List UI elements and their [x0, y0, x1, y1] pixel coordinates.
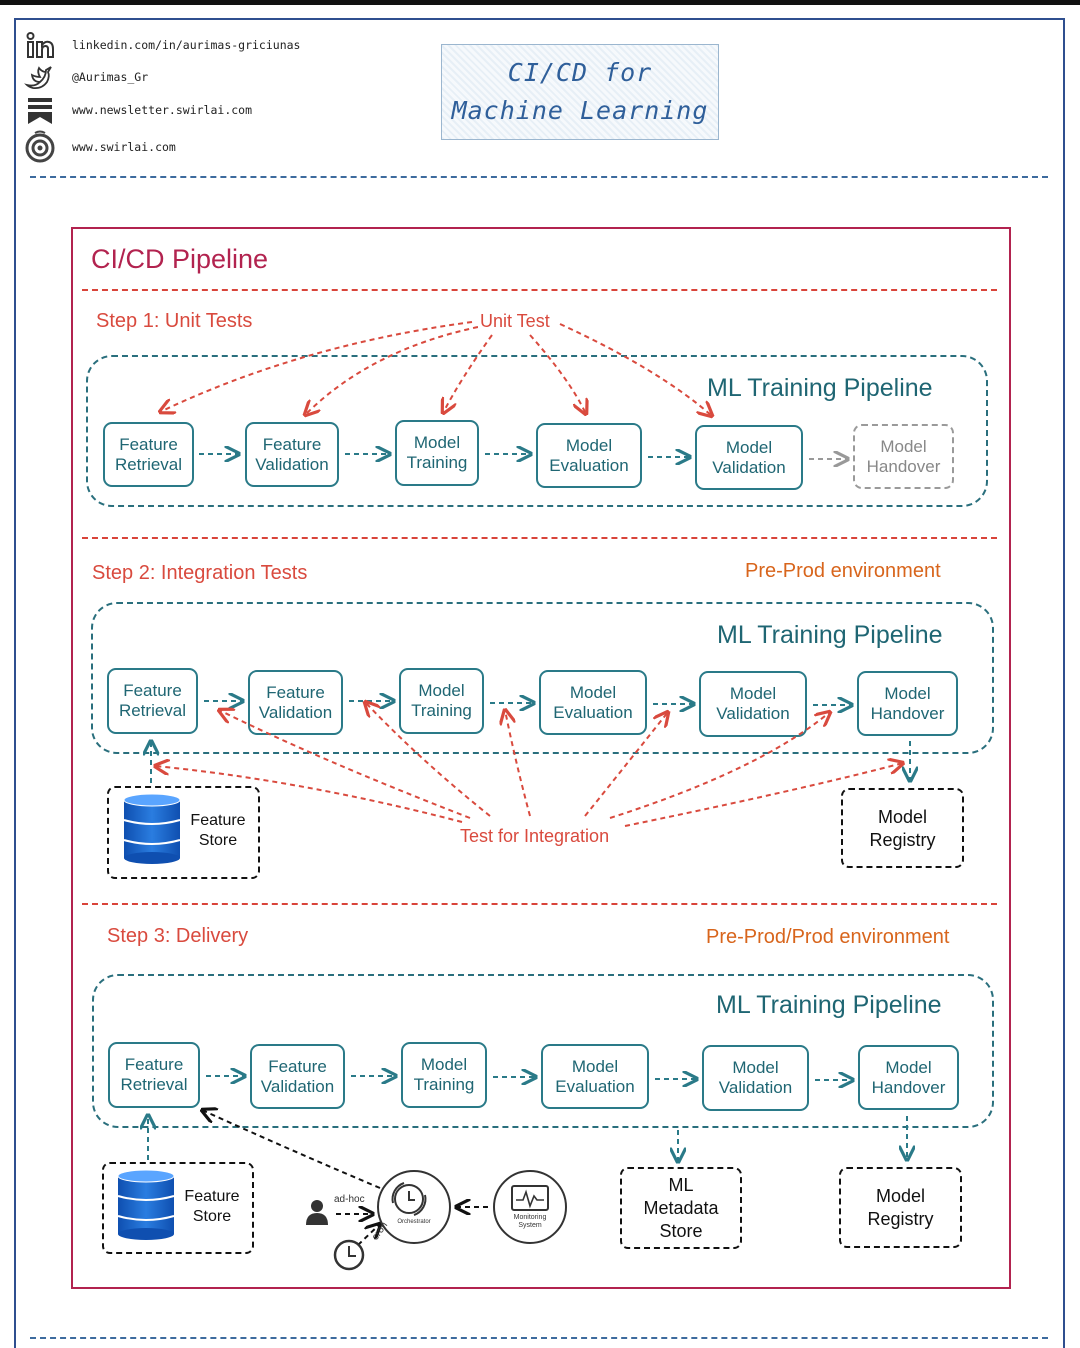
unit-test-arrows [160, 321, 712, 416]
step3-model-training: Model Training [401, 1042, 487, 1108]
step3-environment: Pre-Prod/Prod environment [706, 926, 950, 948]
step3-model-registry [839, 1167, 962, 1248]
step2-group-title: ML Training Pipeline [717, 621, 943, 649]
integration-arrow-2 [219, 710, 471, 819]
step2-model-handover: Model Handover [857, 671, 958, 736]
step1-group-title: ML Training Pipeline [707, 374, 933, 402]
step1-model-validation: Model Validation [695, 425, 803, 490]
step3-feature-store-label: Feature Store [184, 1188, 240, 1225]
integration-arrow-4 [505, 710, 531, 817]
step2-model-evaluation: Model Evaluation [539, 670, 647, 735]
linkedin-link[interactable]: linkedin.com/in/aurimas-griciunas [24, 30, 300, 60]
step3-group-title: ML Training Pipeline [716, 991, 942, 1019]
orchestrator-icon [377, 1170, 451, 1244]
unit-test-arrow-5 [559, 323, 712, 416]
unit-test-arrow-2 [305, 326, 479, 415]
website-text: www.swirlai.com [72, 140, 176, 154]
unit-test-label: Unit Test [478, 311, 552, 332]
integration-test-arrows [155, 702, 903, 827]
integration-arrow-5 [584, 712, 668, 817]
integration-arrow-7 [624, 763, 903, 827]
cicd-pipeline-frame [71, 227, 1011, 1289]
step2-feature-validation: Feature Validation [248, 670, 343, 735]
user-icon [306, 1200, 328, 1225]
step3-model-evaluation: Model Evaluation [541, 1044, 649, 1109]
website-link[interactable]: www.swirlai.com [24, 130, 176, 164]
step2-environment: Pre-Prod environment [745, 560, 941, 582]
step1-title: Step 1: Unit Tests [96, 310, 253, 332]
step3-model-validation: Model Validation [702, 1045, 809, 1111]
integration-test-label: Test for Integration [458, 826, 612, 847]
step1-model-handover: Model Handover [853, 424, 954, 489]
pipeline-title: CI/CD Pipeline [91, 244, 269, 274]
newsletter-link[interactable]: www.newsletter.swirlai.com [24, 95, 252, 125]
step3-metadata-store-label: ML Metadata Store [643, 1175, 719, 1241]
step2-database-icon [123, 793, 181, 864]
title-box: CI/CD for Machine Learning [441, 44, 719, 140]
step2-model-registry-label: Model Registry [869, 807, 936, 850]
step2-feature-store-label: Feature Store [190, 812, 246, 849]
step1-feature-retrieval: Feature Retrieval [103, 422, 194, 487]
linkedin-icon [26, 32, 54, 58]
step2-model-training: Model Training [399, 668, 484, 734]
footer-divider [30, 1337, 1048, 1339]
step2-model-validation: Model Validation [699, 671, 807, 737]
step1-feature-validation: Feature Validation [245, 422, 339, 487]
integration-arrow-1 [155, 766, 463, 823]
step1-ml-training-pipeline [86, 355, 988, 507]
unit-test-arrow-3 [443, 334, 493, 413]
twitter-icon [24, 66, 52, 90]
integration-arrow-6 [609, 712, 830, 819]
step3-model-registry-label: Model Registry [867, 1186, 934, 1229]
step2-flow-arrows [151, 701, 910, 783]
step2-ml-training-pipeline [91, 602, 994, 754]
orchestrator-label: Orchestrator [397, 1219, 431, 1225]
step2-divider [82, 537, 997, 539]
step3-feature-store [102, 1162, 254, 1254]
step3-database-icon [117, 1169, 175, 1240]
top-bar [0, 0, 1080, 5]
step3-ml-metadata-store [620, 1167, 742, 1249]
twitter-text: @Aurimas_Gr [72, 70, 149, 84]
monitoring-icon [493, 1170, 567, 1244]
integration-arrow-3 [365, 702, 491, 817]
step3-flow-arrows [148, 1076, 907, 1162]
title-line-2: Machine Learning [451, 96, 709, 125]
twitter-link[interactable]: @Aurimas_Gr [24, 62, 148, 92]
header-divider [30, 176, 1048, 178]
adhoc-label: ad-hoc [334, 1194, 365, 1205]
newsletter-text: www.newsletter.swirlai.com [72, 103, 253, 117]
step3-title: Step 3: Delivery [107, 925, 249, 947]
orchestration-arrows [202, 1110, 488, 1246]
step1-divider [82, 289, 997, 291]
title-line-1: CI/CD for [507, 58, 653, 87]
step3-ml-training-pipeline [92, 974, 994, 1128]
step2-feature-retrieval: Feature Retrieval [107, 668, 198, 734]
orchestrator-to-retrieval [202, 1110, 381, 1189]
swirl-logo-icon [25, 130, 55, 163]
clock-icon [333, 1239, 365, 1271]
step3-model-handover: Model Handover [858, 1045, 959, 1110]
outer-frame [14, 18, 1065, 1348]
step3-feature-retrieval: Feature Retrieval [108, 1042, 200, 1108]
unit-test-arrow-4 [529, 334, 586, 414]
step1-model-evaluation: Model Evaluation [536, 423, 642, 488]
step3-feature-validation: Feature Validation [250, 1044, 345, 1109]
linkedin-text: linkedin.com/in/aurimas-griciunas [72, 38, 301, 52]
step2-model-registry [841, 788, 964, 868]
newsletter-icon [28, 98, 52, 124]
step3-divider [82, 903, 997, 905]
step2-title: Step 2: Integration Tests [92, 562, 308, 584]
step1-model-training: Model Training [395, 420, 479, 486]
monitoring-label: Monitoring System [513, 1214, 547, 1229]
unit-test-arrow-1 [160, 321, 473, 412]
step1-flow-arrows [199, 454, 690, 457]
